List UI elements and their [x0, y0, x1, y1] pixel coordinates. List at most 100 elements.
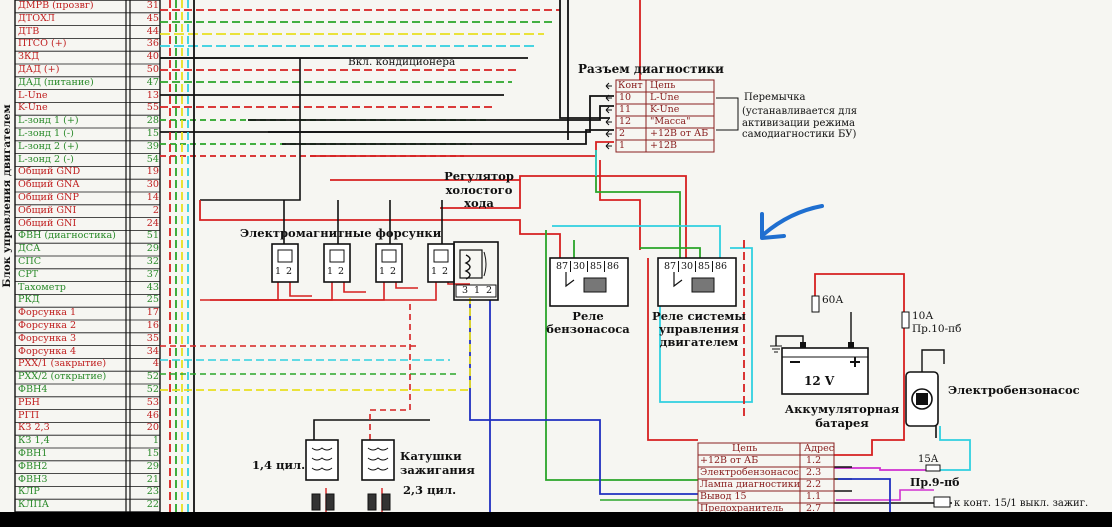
ecu-pin-label: Форсунка 1: [18, 307, 77, 319]
coil-14-label: 1,4 цил.: [252, 458, 306, 472]
relay-fuel-pin: 86: [607, 261, 620, 272]
ecu-pin-label: Общий GND: [18, 166, 81, 178]
ecu-pin-number: 15: [146, 448, 159, 459]
ecu-pin-number: 16: [146, 320, 159, 331]
ecu-pin-number: 52: [146, 384, 159, 395]
ecu-pin-number: 15: [146, 128, 159, 139]
relay-fuel-pump-symbol: [549, 257, 629, 307]
ecu-pin-label: ФВН (диагностика): [18, 230, 116, 242]
bottom-table-header-a: Адрес: [804, 443, 835, 454]
diag-table-header-k: Конт: [618, 80, 643, 91]
annotation-arrow: [762, 204, 824, 236]
relay-ecu-label: Реле системы управления двигателем: [652, 309, 746, 349]
idle-regulator-pin-label: 1: [474, 285, 481, 296]
ecu-pin-lines: [15, 12, 160, 512]
injector-group: [271, 243, 455, 283]
ecu-pin-label: Общий GNP: [18, 192, 79, 203]
ecu-pin-number: 13: [146, 89, 159, 101]
relay-fuel-pin: 30: [573, 261, 589, 272]
ecu-pin-label: L-зонд 1 (-): [18, 128, 74, 139]
fuse-15-label: 15А: [918, 454, 939, 465]
battery-voltage: 12 V: [804, 374, 835, 388]
ecu-pin-number: 31: [146, 0, 159, 11]
ecu-pin-label: КЛПА: [18, 499, 50, 511]
ecu-pin-number: 34: [146, 345, 159, 357]
ecu-pin-number: 54: [146, 153, 159, 165]
ecu-pin-number: 2: [152, 204, 159, 216]
ecu-pin-number: 47: [146, 76, 159, 88]
ecu-pin-number: 51: [146, 230, 159, 242]
fuel-pump-label: Электробензонасос: [948, 383, 1080, 397]
diag-connector-pins: [605, 82, 612, 150]
ecu-pin-number: 43: [146, 281, 159, 293]
diag-row-circuit: L-Une: [650, 92, 680, 103]
ecu-pin-label: ФВН1: [18, 448, 48, 459]
ecu-pin-label: Форсунка 2: [18, 320, 77, 331]
ecu-pin-number: 45: [146, 12, 159, 24]
ecu-pin-number: 21: [146, 473, 159, 485]
ecu-pin-number: 1: [152, 435, 159, 447]
ecu-pin-label: ЗКД: [18, 51, 40, 63]
ecu-pin-number: 52: [146, 371, 159, 383]
fuse-15-id: Пр.9-пб: [910, 476, 960, 489]
ecu-pin-number: 29: [146, 460, 159, 472]
fuse-15a: [925, 464, 941, 472]
battery-label: Аккумуляторная батарея: [784, 402, 900, 430]
ignition-coils: [305, 439, 395, 511]
ecu-pin-label: ДТОХЛ: [18, 12, 55, 24]
bottom-row-circuit: Вывод 15: [700, 491, 747, 502]
injector-3: [375, 243, 403, 283]
ecu-pin-number: 39: [146, 140, 159, 152]
injector-pin-label: 2: [338, 266, 345, 277]
ecu-pin-label: L-зонд 2 (+): [18, 140, 79, 152]
ecu-pin-number: 28: [146, 115, 159, 127]
ecu-pin-label: СПС: [18, 256, 42, 267]
ecu-pin-label: Форсунка 4: [18, 345, 77, 357]
ecu-pin-label: ФВН2: [18, 460, 48, 472]
injectors-label: Электромагнитные форсунки: [240, 226, 442, 240]
bottom-row-address: 2.7: [806, 503, 822, 512]
diag-table: [615, 79, 715, 153]
ecu-pin-label: РХХ/2 (открытие): [18, 371, 107, 383]
idle-regulator-pin-label: 2: [486, 285, 493, 296]
diag-row-contact: 11: [619, 104, 632, 115]
ecu-pin-number: 50: [146, 64, 159, 75]
idle-regulator-symbol: [453, 241, 499, 301]
coil-1-4: [305, 439, 339, 481]
injector-pin-label: 2: [286, 266, 293, 277]
relay-ecu-pin: 87: [664, 261, 680, 272]
ecu-pin-number: 44: [146, 25, 159, 37]
ecu-pin-number: 40: [146, 51, 159, 63]
ecu-pin-label: КЗ 1,4: [18, 435, 50, 447]
ecu-pin-label: L-зонд 2 (-): [18, 153, 74, 165]
idle-regulator-label: Регулятор холостого хода: [444, 169, 514, 210]
bottom-row-address: 2.2: [806, 479, 822, 490]
ecu-pin-number: 55: [146, 102, 159, 114]
bottom-row-address: 1.2: [806, 455, 822, 466]
ecu-pin-label: ДСА: [18, 243, 41, 255]
ecu-pin-label: ДАД (+): [18, 64, 60, 75]
idle-regulator-pin-label: 3: [462, 285, 469, 296]
ecu-pin-label: ФВН3: [18, 473, 48, 485]
ecu-pin-number: 29: [146, 243, 159, 255]
ecu-pin-label: РХХ/1 (закрытие): [18, 358, 107, 370]
ecu-pin-label: ДТВ: [18, 25, 40, 37]
ecu-pin-label: ФВН4: [18, 384, 48, 395]
injector-pin-label: 2: [390, 266, 397, 277]
injector-pin-label: 2: [442, 266, 449, 277]
ecu-pin-label: РБН: [18, 396, 40, 408]
diag-row-circuit: +12В от АБ: [650, 128, 709, 139]
relay-fuel-pin: 85: [590, 261, 606, 272]
ecu-pin-number: 17: [146, 307, 159, 319]
ecu-pin-label: Общий GNA: [18, 179, 80, 191]
ac-on-label: Вкл. кондиционера: [348, 56, 456, 68]
bottom-row-circuit: Предохранитель: [700, 503, 784, 512]
ecu-pin-label: Общий GNI: [18, 204, 77, 216]
diag-row-contact: 10: [619, 92, 632, 103]
diag-row-circuit: "Масса": [650, 116, 691, 127]
relay-ecu-pin: 86: [715, 261, 728, 272]
jumper-title: Перемычка: [744, 92, 806, 103]
battery-symbol: [770, 295, 869, 395]
relay-ecu-pin: 30: [681, 261, 697, 272]
